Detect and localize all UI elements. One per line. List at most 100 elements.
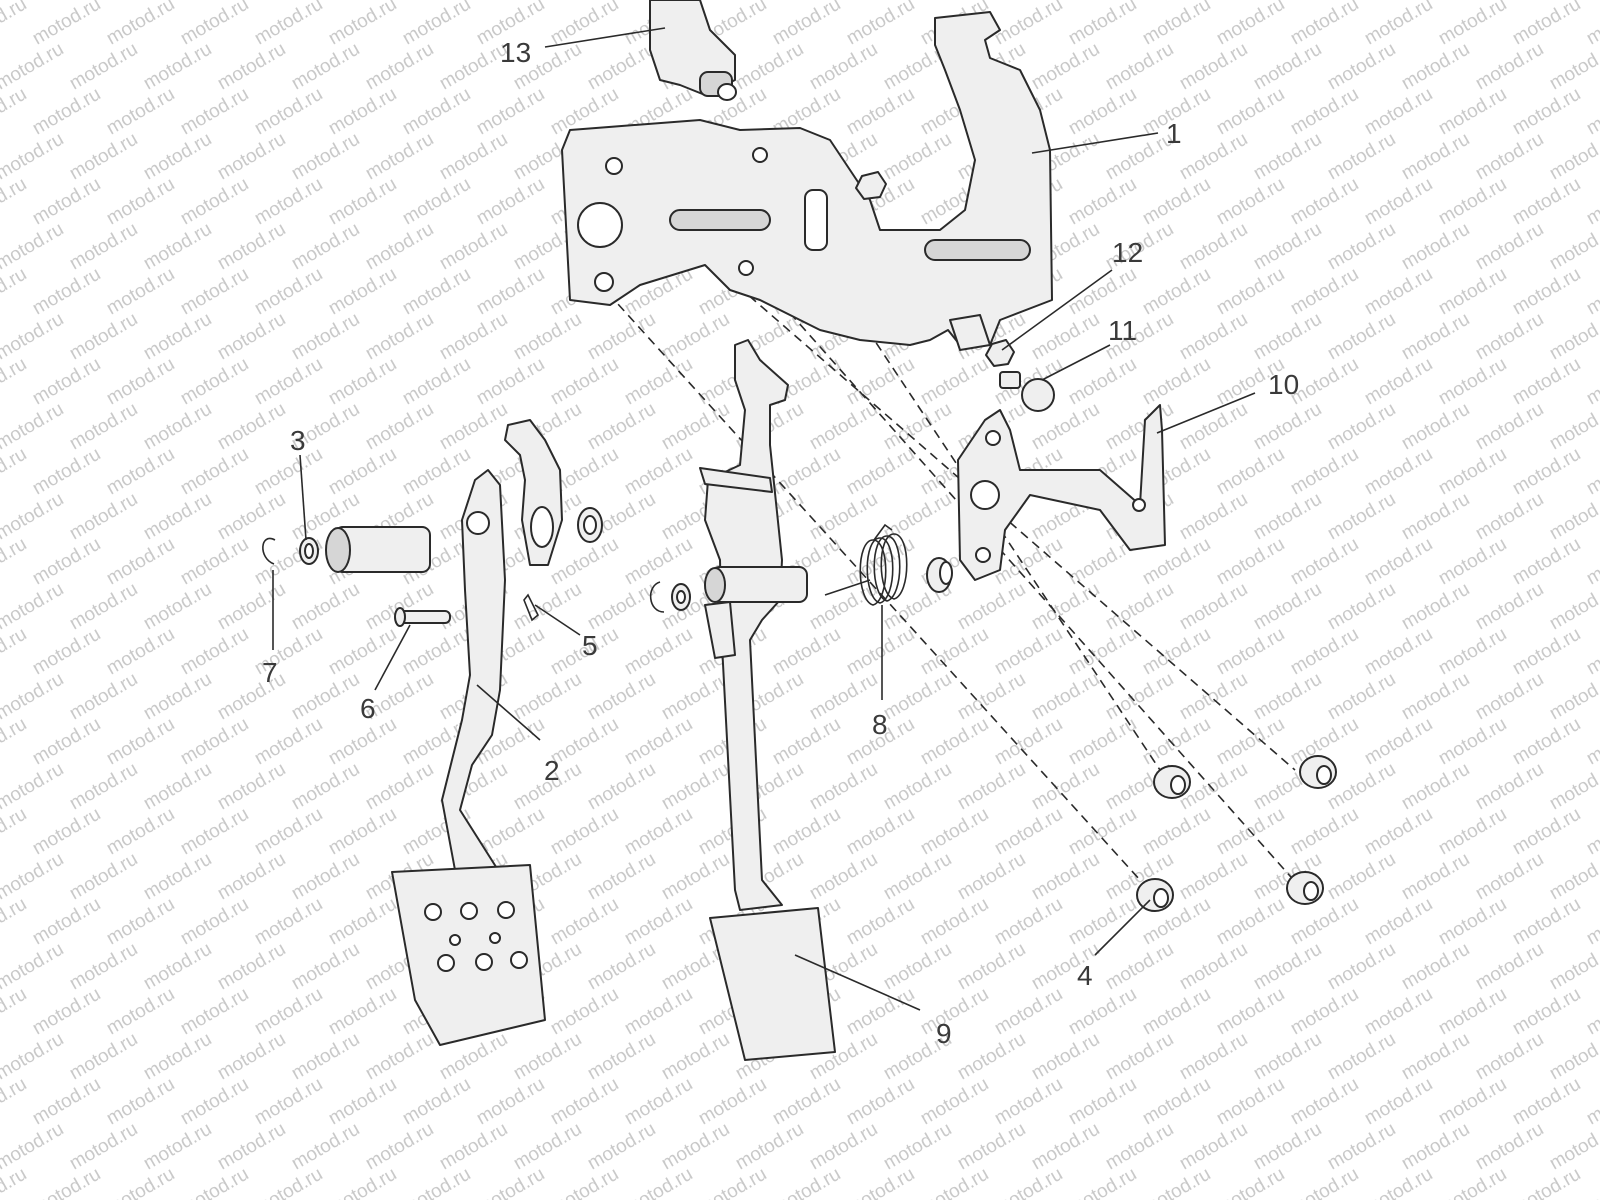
- pedal-pad-holes: [424, 901, 528, 972]
- watermark-text: motod.ru: [0, 84, 30, 140]
- watermark-text: motod.ru: [1213, 1074, 1288, 1130]
- watermark-text: motod.ru: [1435, 714, 1510, 770]
- watermark-text: motod.ru: [399, 1074, 474, 1130]
- watermark-text: motod.ru: [1250, 579, 1325, 635]
- watermark-text: motod.ru: [214, 399, 289, 455]
- watermark-text: motod.ru: [1213, 174, 1288, 230]
- watermark-text: motod.ru: [1398, 939, 1473, 995]
- watermark-text: motod.ru: [29, 624, 104, 680]
- watermark-text: motod.ru: [251, 894, 326, 950]
- watermark-text: motod.ru: [843, 84, 918, 140]
- watermark-text: motod.ru: [1102, 579, 1177, 635]
- watermark-text: motod.ru: [1176, 849, 1251, 905]
- watermark-text: motod.ru: [991, 624, 1066, 680]
- watermark-text: motod.ru: [436, 309, 511, 365]
- callout-9: 9: [936, 1018, 952, 1049]
- watermark-text: motod.ru: [769, 444, 844, 500]
- watermark-text: motod.ru: [1509, 174, 1584, 230]
- lever-plate: [504, 419, 563, 566]
- watermark-text: motod.ru: [325, 1074, 400, 1130]
- watermark-text: motod.ru: [288, 1119, 363, 1175]
- watermark-text: motod.ru: [362, 759, 437, 815]
- watermark-text: motod.ru: [1213, 714, 1288, 770]
- watermark-text: motod.ru: [1583, 354, 1600, 410]
- watermark-text: motod.ru: [1065, 624, 1140, 680]
- watermark-text: motod.ru: [66, 129, 141, 185]
- watermark-text: motod.ru: [1065, 84, 1140, 140]
- watermark-text: motod.ru: [177, 354, 252, 410]
- watermark-text: motod.ru: [1435, 1074, 1510, 1130]
- watermark-text: motod.ru: [769, 1074, 844, 1130]
- watermark-text: motod.ru: [1324, 39, 1399, 95]
- watermark-text: motod.ru: [1398, 1119, 1473, 1175]
- watermark-text: motod.ru: [1250, 399, 1325, 455]
- watermark-text: motod.ru: [1435, 444, 1510, 500]
- watermark-text: motod.ru: [0, 354, 30, 410]
- watermark-text: motod.ru: [325, 84, 400, 140]
- watermark-text: motod.ru: [1361, 0, 1436, 49]
- callout-13: 13: [500, 37, 531, 68]
- watermark-text: motod.ru: [177, 0, 252, 49]
- watermark-text: motod.ru: [1139, 1074, 1214, 1130]
- watermark-text: motod.ru: [288, 849, 363, 905]
- watermark-text: motod.ru: [103, 0, 178, 49]
- leader-line-10: [1156, 392, 1256, 434]
- watermark-text: motod.ru: [0, 714, 30, 770]
- watermark-text: motod.ru: [1139, 804, 1214, 860]
- watermark-text: motod.ru: [1176, 129, 1251, 185]
- bushing: [577, 507, 603, 543]
- watermark-text: motod.ru: [251, 444, 326, 500]
- watermark-text: motod.ru: [1398, 219, 1473, 275]
- watermark-text: motod.ru: [917, 1164, 992, 1200]
- watermark-text: motod.ru: [103, 894, 178, 950]
- watermark-text: motod.ru: [251, 264, 326, 320]
- watermark-text: motod.ru: [29, 534, 104, 590]
- watermark-text: motod.ru: [843, 804, 918, 860]
- watermark-text: motod.ru: [288, 39, 363, 95]
- watermark-text: motod.ru: [1065, 264, 1140, 320]
- watermark-text: motod.ru: [1287, 804, 1362, 860]
- watermark-text: motod.ru: [177, 534, 252, 590]
- watermark-text: motod.ru: [1398, 669, 1473, 725]
- watermark-text: motod.ru: [732, 1119, 807, 1175]
- watermark-text: motod.ru: [1472, 669, 1547, 725]
- watermark-text: motod.ru: [1250, 309, 1325, 365]
- leader-line-12: [1001, 269, 1113, 351]
- watermark-text: motod.ru: [1065, 714, 1140, 770]
- watermark-text: motod.ru: [0, 804, 30, 860]
- watermark-text: motod.ru: [0, 174, 30, 230]
- watermark-text: motod.ru: [1435, 624, 1510, 680]
- watermark-text: motod.ru: [1435, 354, 1510, 410]
- watermark-text: motod.ru: [547, 0, 622, 49]
- watermark-text: motod.ru: [288, 1029, 363, 1085]
- watermark-text: motod.ru: [1176, 579, 1251, 635]
- watermark-text: motod.ru: [1361, 984, 1436, 1040]
- callouts: 1 2 3 4 5 6 7 8 9 10 11 12 13: [262, 37, 1299, 1049]
- washer: [671, 583, 691, 611]
- watermark-text: motod.ru: [251, 714, 326, 770]
- watermark-text: motod.ru: [325, 264, 400, 320]
- watermark-text: motod.ru: [1398, 1029, 1473, 1085]
- pedal-hole: [466, 511, 490, 535]
- watermark-text: motod.ru: [843, 894, 918, 950]
- watermark-text: motod.ru: [843, 1164, 918, 1200]
- watermark-text: motod.ru: [1213, 264, 1288, 320]
- nut: [1299, 755, 1337, 789]
- watermark-text: motod.ru: [214, 1119, 289, 1175]
- watermark-text: motod.ru: [1398, 309, 1473, 365]
- watermark-text: motod.ru: [325, 984, 400, 1040]
- watermark-text: motod.ru: [880, 129, 955, 185]
- watermark-text: motod.ru: [1361, 714, 1436, 770]
- bracket-slot: [804, 189, 828, 251]
- watermark-text: motod.ru: [880, 759, 955, 815]
- watermark-text: motod.ru: [1028, 759, 1103, 815]
- watermark-text: motod.ru: [177, 714, 252, 770]
- watermark-text: motod.ru: [991, 0, 1066, 49]
- watermark-text: motod.ru: [66, 309, 141, 365]
- bracket-tab: [949, 314, 991, 351]
- watermark-text: motod.ru: [1361, 624, 1436, 680]
- watermark-text: motod.ru: [1472, 309, 1547, 365]
- watermark-text: motod.ru: [1324, 399, 1399, 455]
- watermark-text: motod.ru: [1435, 894, 1510, 950]
- watermark-text: motod.ru: [140, 129, 215, 185]
